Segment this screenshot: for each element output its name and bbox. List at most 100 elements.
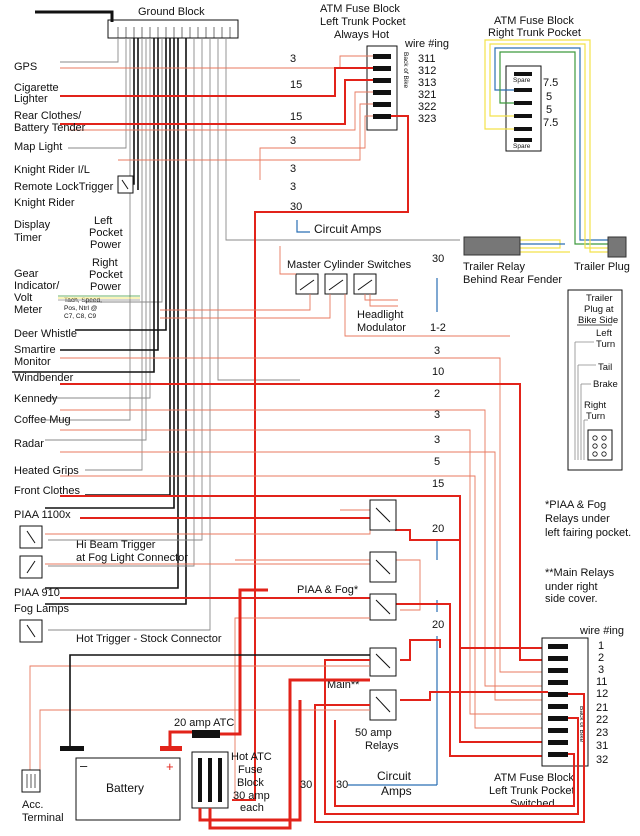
atc-title-3: Block	[237, 777, 264, 789]
note-piaa-2: Relays under	[545, 513, 610, 525]
label-leftpocket-3: Power	[90, 239, 122, 251]
atc-title-1: Hot ATC	[231, 751, 272, 763]
label-rightpocket-3: Power	[90, 281, 122, 293]
note-piaa-3: left fairing pocket.	[545, 527, 631, 539]
trailer-relay	[463, 236, 521, 256]
label-gear-4: Meter	[14, 304, 42, 316]
note-piaa-1: *PIAA & Fog	[545, 499, 606, 511]
label-rear-2: Battery Tender	[14, 122, 86, 134]
mid-amp-11: 20	[432, 619, 444, 631]
circuit-amps-bottom-2: Amps	[381, 784, 412, 798]
trailer-plug-box-1: Trailer	[586, 293, 613, 304]
master-title: Master Cylinder Switches	[287, 259, 412, 271]
ground-block-title: Ground Block	[138, 6, 205, 18]
battery	[75, 757, 181, 821]
bottom-amp-1: 30	[300, 779, 312, 791]
atc-20amp: 20 amp ATC	[174, 717, 234, 729]
right-amp-2: 5	[546, 91, 552, 103]
right-fuse-title-1: ATM Fuse Block	[494, 15, 574, 27]
label-rightpocket-1: Right	[92, 257, 118, 269]
mid-amp-7: 3	[434, 434, 440, 446]
hot-amp-5: 3	[290, 163, 296, 175]
trailer-left-1: Left	[596, 328, 612, 339]
switched-title-2: Left Trunk Pocket	[489, 785, 575, 797]
label-heated: Heated Grips	[14, 465, 79, 477]
mid-amp-9: 15	[432, 478, 444, 490]
relay-50a-2: Relays	[365, 740, 399, 752]
trailer-plug	[607, 236, 627, 258]
hot-amp-6: 3	[290, 181, 296, 193]
hot-wire-322: 322	[418, 101, 436, 113]
battery-plus: +	[166, 759, 174, 774]
sw-wire-22: 22	[596, 714, 608, 726]
label-remote: Remote LockTrigger	[14, 181, 114, 193]
atc-title-5: each	[240, 802, 264, 814]
sw-wire-3: 3	[598, 664, 604, 676]
label-display-2: Timer	[14, 232, 42, 244]
switched-back-label: Back of Bike	[578, 706, 585, 743]
relay-main-label: Main**	[327, 679, 360, 691]
note-main-1: **Main Relays	[545, 567, 615, 579]
right-amp-3: 5	[546, 104, 552, 116]
label-tach-3: C7, C8, C9	[64, 313, 97, 320]
master-head-2: Modulator	[357, 322, 406, 334]
hot-amp-2: 15	[290, 79, 302, 91]
label-kennedy: Kennedy	[14, 393, 58, 405]
label-hot-trigger: Hot Trigger - Stock Connector	[76, 633, 222, 645]
sw-wire-11: 11	[596, 676, 607, 688]
mid-amp-2: 1-2	[430, 322, 446, 334]
label-front: Front Clothes	[14, 485, 81, 497]
mid-amp-3: 3	[434, 345, 440, 357]
label-wind: Windbender	[14, 372, 74, 384]
label-knight: Knight Rider	[14, 197, 75, 209]
trailer-right-1: Right	[584, 400, 607, 411]
trailer-left-2: Turn	[596, 339, 615, 350]
hot-wire-321: 321	[418, 89, 436, 101]
label-hibeam-1: Hi Beam Trigger	[76, 539, 156, 551]
hot-wire-312: 312	[418, 65, 436, 77]
hot-fuse-title-3: Always Hot	[334, 29, 389, 41]
sw-wire-23: 23	[596, 727, 608, 739]
hot-fuse-title-2: Left Trunk Pocket	[320, 16, 406, 28]
right-fuse-spare-bottom: Spare	[513, 143, 531, 150]
sw-wire-21: 21	[596, 702, 608, 714]
right-fuse-spare-top: Spare	[513, 77, 531, 84]
hot-amp-1: 3	[290, 53, 296, 65]
label-knight-il: Knight Rider I/L	[14, 164, 90, 176]
trailer-tail: Tail	[598, 362, 612, 373]
label-leftpocket-1: Left	[94, 215, 112, 227]
battery-label: Battery	[106, 781, 144, 795]
trailer-plug-label: Trailer Plug	[574, 261, 630, 273]
label-gear-2: Indicator/	[14, 280, 60, 292]
hot-wire-311: 311	[418, 53, 436, 65]
note-main-3: side cover.	[545, 593, 598, 605]
mid-amp-8: 5	[434, 456, 440, 468]
label-map: Map Light	[14, 141, 62, 153]
hot-amp-4: 3	[290, 135, 296, 147]
right-fuse-block	[505, 65, 542, 152]
trailer-plug-box-3: Bike Side	[578, 315, 618, 326]
mid-amp-10: 20	[432, 523, 444, 535]
label-hibeam-2: at Fog Light Connector	[76, 552, 188, 564]
relay-piaafog-label: PIAA & Fog*	[297, 584, 359, 596]
circuit-amps-bottom-1: Circuit	[377, 769, 412, 783]
sw-wire-12: 12	[596, 688, 608, 700]
switched-wire-header: wire #ing	[579, 625, 624, 637]
label-cig-1: Cigarette	[14, 82, 59, 94]
label-gear-1: Gear	[14, 268, 39, 280]
sw-wire-2: 2	[598, 652, 604, 664]
switched-title-3: Switched	[510, 798, 555, 810]
hot-wire-313: 313	[418, 77, 436, 89]
label-leftpocket-2: Pocket	[89, 227, 123, 239]
hot-amp-7: 30	[290, 201, 302, 213]
label-cig-2: Lighter	[14, 93, 48, 105]
mid-amp-1: 30	[432, 253, 444, 265]
hot-fuse-wire-header: wire #ing	[404, 38, 449, 50]
trailer-plug-box-2: Plug at	[584, 304, 614, 315]
trailer-pin-block	[587, 429, 613, 461]
note-main-2: under right	[545, 581, 598, 593]
hot-fuse-title-1: ATM Fuse Block	[320, 3, 400, 15]
right-amp-4: 7.5	[543, 117, 558, 129]
trailer-relay-label-1: Trailer Relay	[463, 261, 525, 273]
